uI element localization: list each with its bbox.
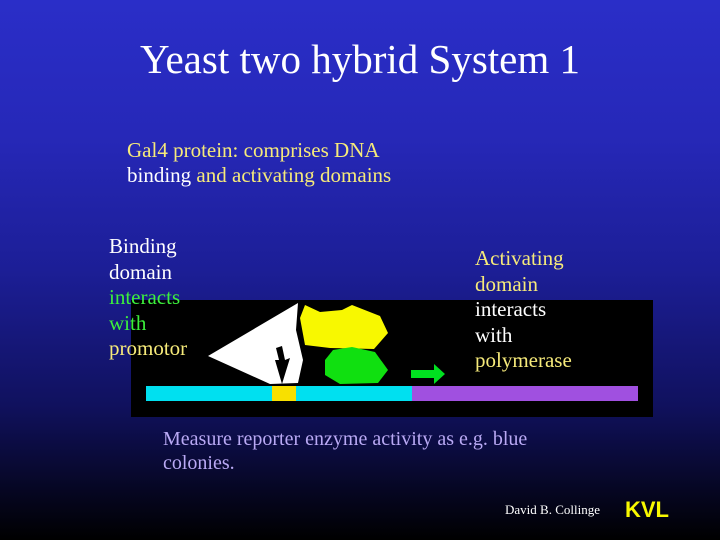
binding-domain-label: Binding domain interacts with promotor: [109, 234, 187, 362]
subtitle: Gal4 protein: comprises DNA binding and …: [127, 138, 391, 188]
binding-label-line: promotor: [109, 336, 188, 360]
slide-title: Yeast two hybrid System 1: [139, 36, 581, 82]
binding-arrow: [275, 346, 290, 384]
subtitle-line1: Gal4 protein: comprises DNA: [127, 138, 380, 162]
measure-line: colonies.: [163, 452, 235, 474]
dna-strand-middle: [296, 386, 412, 401]
activating-label-line: polymerase: [475, 348, 572, 372]
activating-label-line: Activating: [475, 246, 564, 270]
activating-domain: [300, 305, 388, 349]
activating-label-line: domain: [475, 271, 538, 296]
transcription-arrow-icon: [411, 364, 445, 384]
dna-strand-left: [146, 386, 272, 401]
target-protein: [325, 347, 388, 384]
kvl-logo: KVL: [625, 497, 669, 522]
author-credit: David B. Collinge: [505, 502, 600, 517]
subtitle-line2-binding: binding: [127, 163, 192, 187]
activating-label-line: with: [475, 322, 513, 347]
promoter-region: [272, 386, 296, 401]
subtitle-line2-rest: and activating domains: [191, 163, 392, 187]
binding-label-line: domain: [109, 259, 172, 284]
measure-line: Measure reporter enzyme activity as e.g.…: [163, 428, 528, 450]
binding-label-line: with: [109, 310, 147, 335]
logo-text: KVL: [625, 497, 669, 522]
reporter-gene: [412, 386, 638, 401]
binding-label-line: Binding: [109, 234, 177, 258]
binding-label-line: interacts: [109, 285, 181, 309]
activating-label-line: interacts: [475, 297, 547, 321]
measure-text: Measure reporter enzyme activity as e.g.…: [163, 427, 527, 475]
activating-domain-label: Activating domain interacts with polymer…: [475, 246, 572, 374]
